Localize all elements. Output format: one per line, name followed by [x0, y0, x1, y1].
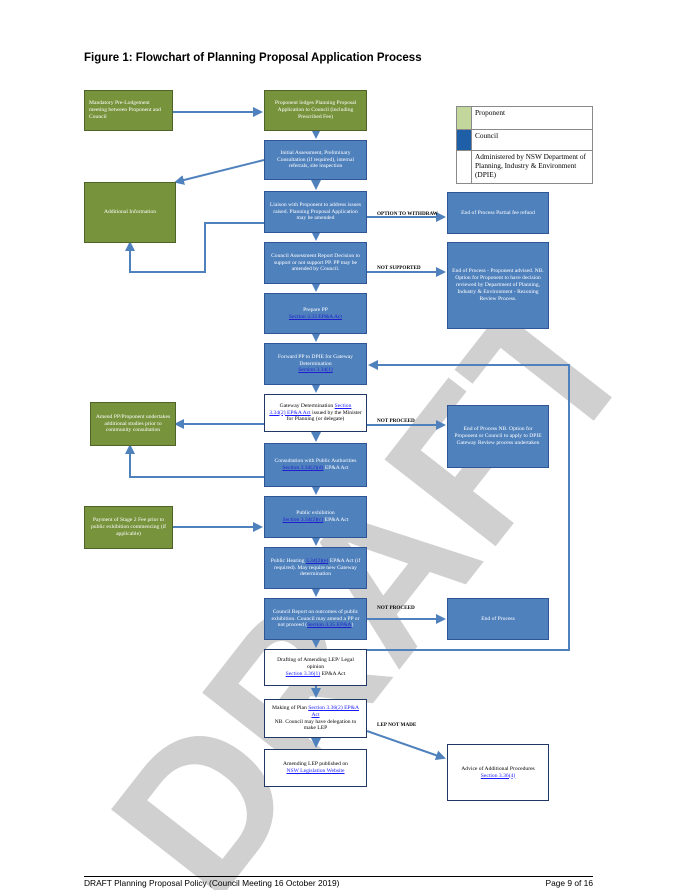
- liaison-text: Liaison with Proponent to address issues…: [269, 201, 362, 222]
- forward-pp-box: Forward PP to DPIE for Gateway Determina…: [264, 343, 367, 385]
- consultation-text-2: EP&A Act: [324, 465, 349, 471]
- legend-label-dpie: Administered by NSW Department of Planni…: [471, 150, 593, 184]
- council-outcome-text-2: ): [351, 622, 354, 629]
- amending-lep-text: Amending LEP published on: [283, 761, 348, 768]
- liaison-box: Liaison with Proponent to address issues…: [264, 191, 367, 233]
- withdraw-end-box: End of Process Partial fee refund: [447, 192, 549, 234]
- drafting-text-1: Drafting of Amending LEP/ Legal opinion: [277, 657, 354, 671]
- footer-page-number: Page 9 of 16: [545, 878, 594, 888]
- legend-row-council: Council: [456, 129, 593, 151]
- making-plan-text-2: NB. Council may have delegation to make …: [274, 718, 357, 732]
- not-supported-end-text: End of Process - Proponent advised. NB. …: [452, 268, 544, 302]
- legend-label-proponent: Proponent: [471, 106, 593, 130]
- hearing-box: Public Hearing 3.34(2)(e) EP&A Act (if r…: [264, 547, 367, 589]
- legend-row-dpie: Administered by NSW Department of Planni…: [456, 150, 593, 184]
- legend-swatch-dpie: [456, 150, 472, 184]
- label-option-to-withdraw: OPTION TO WITHDRAW: [377, 211, 438, 217]
- legend: Proponent Council Administered by NSW De…: [456, 106, 593, 184]
- drafting-link[interactable]: Section 3.36(1): [285, 670, 321, 677]
- stage2-fee-text: Payment of Stage 2 Fee prior to public e…: [90, 517, 167, 537]
- mandatory-meeting-text: Mandatory Pre-Lodgement meeting between …: [89, 100, 161, 120]
- label-not-proceed-1: NOT PROCEED: [377, 418, 415, 424]
- making-plan-link[interactable]: Section 3.36(2) EP&A Act: [308, 704, 360, 718]
- drafting-box: Drafting of Amending LEP/ Legal opinion …: [264, 649, 367, 686]
- additional-procedures-text: Advice of Additional Procedures: [461, 765, 535, 772]
- label-lep-not-made: LEP NOT MADE: [377, 722, 417, 728]
- stage2-fee-box: Payment of Stage 2 Fee prior to public e…: [84, 506, 173, 549]
- end-process-text: End of Process: [481, 615, 515, 622]
- drafting-text-2: EP&A Act: [321, 670, 346, 677]
- legend-label-council: Council: [471, 129, 593, 151]
- forward-pp-text: Forward PP to DPIE for Gateway Determina…: [277, 353, 354, 367]
- consultation-text-1: Consultation with Public Authorities: [274, 458, 357, 465]
- consultation-box: Consultation with Public Authorities Sec…: [264, 443, 367, 487]
- prepare-pp-link[interactable]: Section 3.33 EP&A Act: [288, 313, 343, 320]
- exhibition-text-1: Public exhibition: [296, 510, 335, 517]
- council-report-box: Council Assessment Report Decision to su…: [264, 242, 367, 284]
- prepare-pp-box: Prepare PP Section 3.33 EP&A Act: [264, 293, 367, 334]
- gateway-link-2[interactable]: 3.34(2) EP&A Act: [269, 409, 311, 416]
- hearing-text-2: EP&A Act (if required). May require new …: [274, 557, 361, 578]
- exhibition-link[interactable]: Section 3.34(2)(c): [282, 517, 324, 523]
- additional-procedures-link[interactable]: Section 3.36(4): [480, 772, 516, 779]
- footer-title: DRAFT Planning Proposal Policy (Council …: [84, 878, 340, 888]
- legend-row-proponent: Proponent: [456, 106, 593, 130]
- making-plan-box: Making of Plan Section 3.36(2) EP&A Act …: [264, 699, 367, 738]
- lodges-pp-box: Proponent lodges Planning Proposal Appli…: [264, 90, 367, 131]
- mandatory-meeting-box: Mandatory Pre-Lodgement meeting between …: [84, 90, 173, 131]
- amend-pp-box: Amend PP/Proponent undertakes additional…: [90, 402, 176, 446]
- council-outcome-text-1: Council Report on outcomes of public exh…: [271, 608, 360, 629]
- council-outcome-box: Council Report on outcomes of public exh…: [264, 598, 367, 640]
- page-footer: DRAFT Planning Proposal Policy (Council …: [84, 876, 593, 888]
- gateway-link-1[interactable]: Section: [334, 402, 352, 409]
- consultation-link[interactable]: Section 3.34(2)(d): [282, 465, 324, 471]
- label-not-supported: NOT SUPPORTED: [377, 265, 421, 271]
- gateway-text-1: Gateway Determination: [279, 402, 334, 409]
- not-supported-end-box: End of Process - Proponent advised. NB. …: [447, 242, 549, 329]
- hearing-text-1: Public Hearing: [270, 557, 305, 564]
- additional-info-text: Additional Information: [103, 209, 157, 216]
- prepare-pp-text: Prepare PP: [303, 306, 328, 313]
- gateway-box: Gateway Determination Section 3.34(2) EP…: [264, 394, 367, 432]
- additional-info-box: Additional Information: [84, 182, 176, 243]
- amend-pp-text: Amend PP/Proponent undertakes additional…: [95, 413, 171, 434]
- end-process-box: End of Process: [447, 598, 549, 640]
- initial-assessment-text: Initial Assessment, Preliminary Consulta…: [276, 149, 355, 170]
- additional-procedures-box: Advice of Additional Procedures Section …: [447, 744, 549, 801]
- initial-assessment-box: Initial Assessment, Preliminary Consulta…: [264, 140, 367, 180]
- amending-lep-link[interactable]: NSW Legislation Website: [286, 768, 345, 774]
- gateway-text-2: issued by the Minister for Planning (or …: [286, 409, 362, 423]
- not-proceed-end-text: End of Process NB. Option for Proponent …: [454, 426, 542, 446]
- hearing-link[interactable]: 3.34(2)(e): [305, 557, 329, 564]
- withdraw-end-text: End of Process Partial fee refund: [461, 209, 535, 216]
- figure-title: Figure 1: Flowchart of Planning Proposal…: [84, 52, 422, 64]
- making-plan-text-1: Making of Plan: [271, 704, 307, 711]
- council-outcome-link[interactable]: Section 3.35 EP&A: [307, 622, 352, 629]
- forward-pp-link[interactable]: Section 3.34(1): [298, 367, 333, 374]
- exhibition-box: Public exhibition Section 3.34(2)(c) EP&…: [264, 496, 367, 538]
- legend-swatch-proponent: [456, 106, 472, 130]
- lodges-pp-text: Proponent lodges Planning Proposal Appli…: [274, 100, 357, 120]
- label-not-proceed-2: NOT PROCEED: [377, 605, 415, 611]
- legend-swatch-council: [456, 129, 472, 151]
- exhibition-text-2: EP&A Act: [324, 517, 349, 523]
- not-proceed-end-box: End of Process NB. Option for Proponent …: [447, 405, 549, 468]
- amending-lep-box: Amending LEP published on NSW Legislatio…: [264, 749, 367, 787]
- council-report-text: Council Assessment Report Decision to su…: [271, 252, 360, 273]
